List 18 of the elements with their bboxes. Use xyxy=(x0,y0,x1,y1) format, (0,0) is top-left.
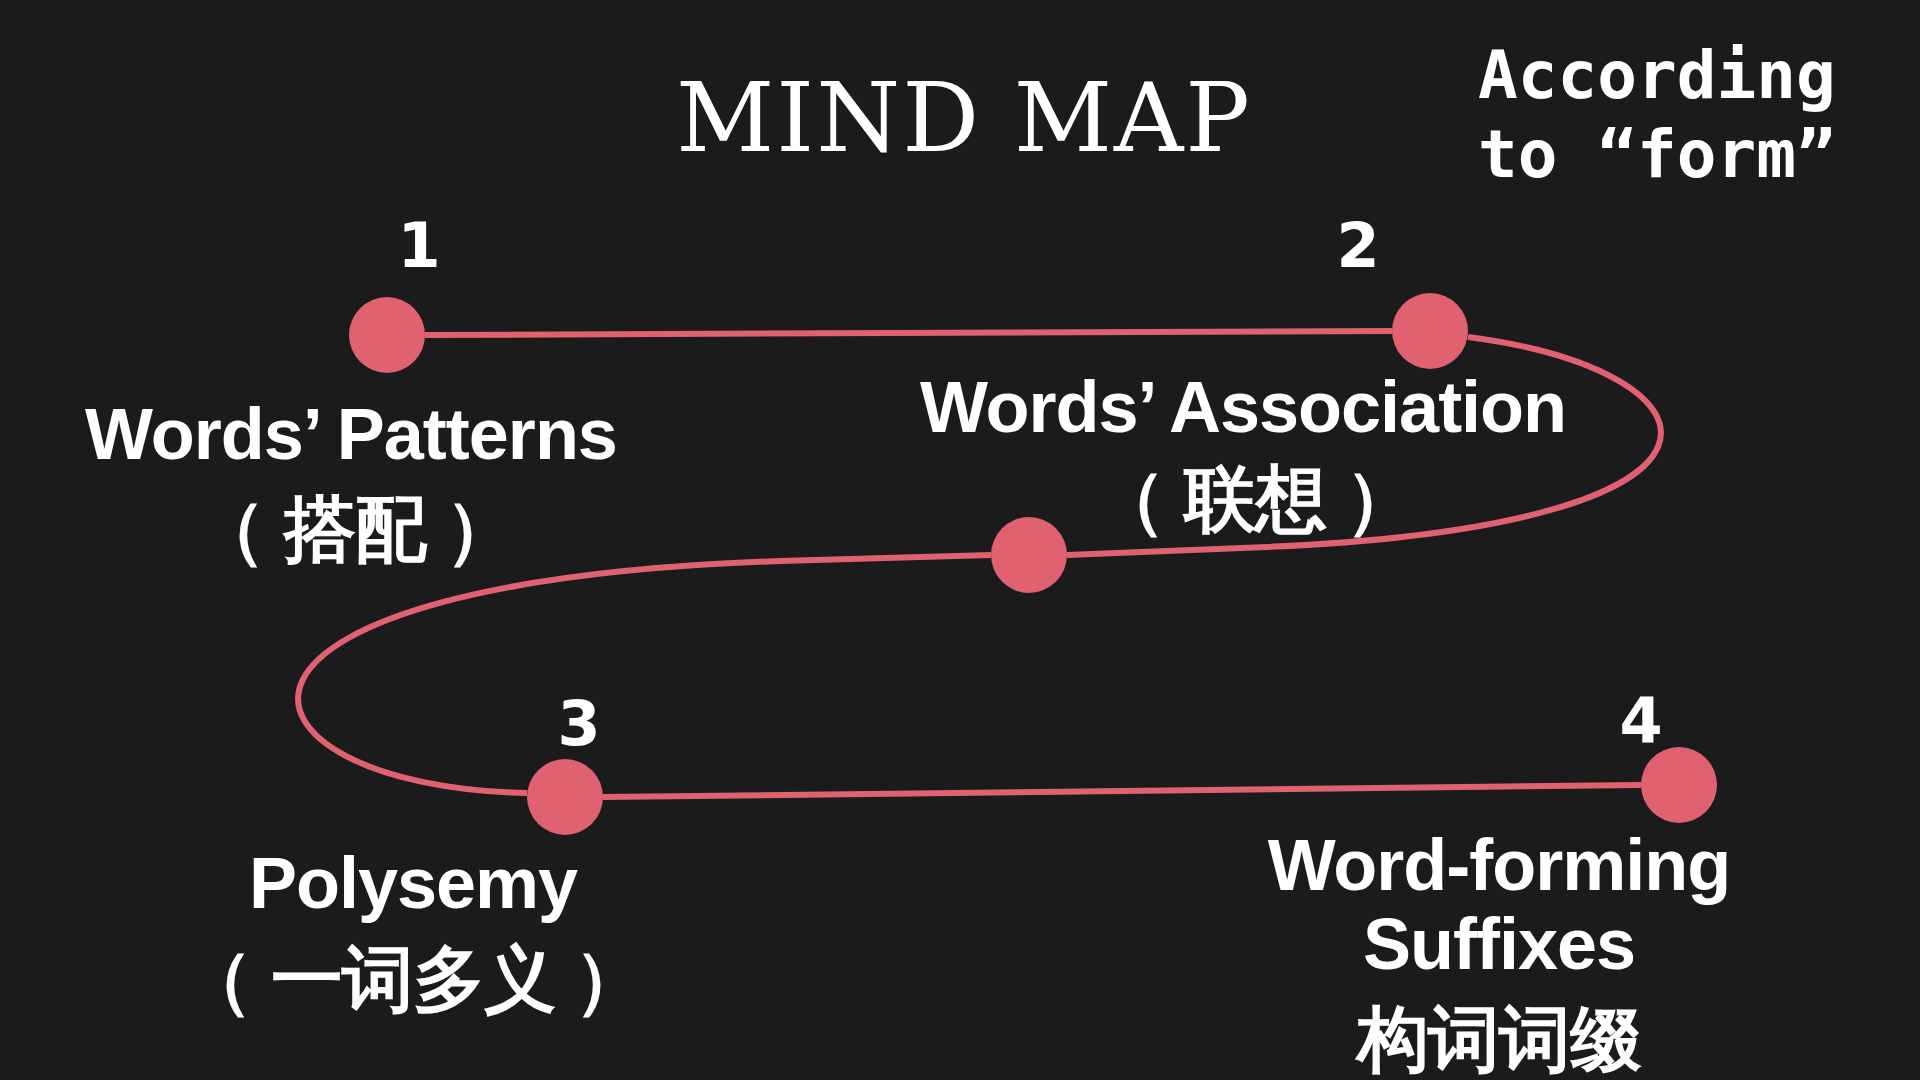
step-number: 3 xyxy=(557,686,601,760)
step-number: 2 xyxy=(1336,208,1380,282)
node-label: Word-forming Suffixes xyxy=(1266,825,1732,985)
connector-line xyxy=(602,782,1642,800)
connector-line xyxy=(425,328,1392,338)
note-text: According to “form” xyxy=(1478,36,1837,195)
node-sublabel: （ 联想 ） xyxy=(1094,460,1416,540)
node-label: Words’ Association xyxy=(919,368,1567,448)
node-label: Words’ Patterns xyxy=(85,395,617,475)
title: MIND MAP xyxy=(676,62,1252,174)
node-sublabel: （ 一词多义 ） xyxy=(181,940,645,1020)
node-sublabel: （ 搭配 ） xyxy=(194,490,516,570)
step-number: 1 xyxy=(397,208,441,282)
step-number: 4 xyxy=(1619,683,1663,757)
connector-line xyxy=(297,552,992,796)
node-label: Polysemy xyxy=(248,844,578,924)
node-sublabel: 构词词缀 xyxy=(1357,1000,1641,1080)
connector-line xyxy=(1066,334,1663,558)
